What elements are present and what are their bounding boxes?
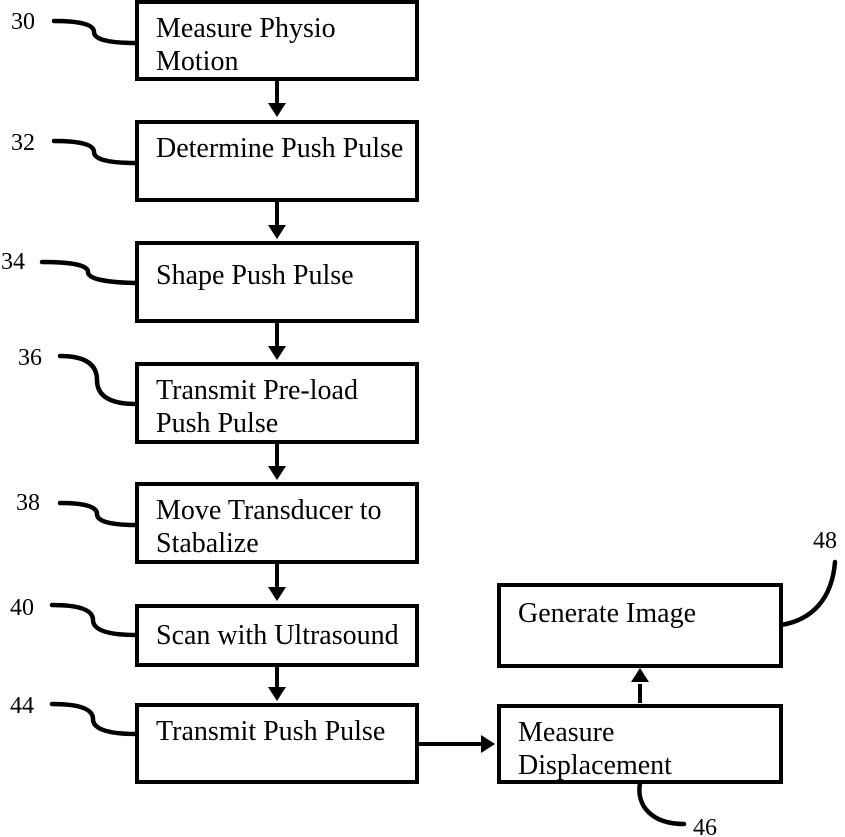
arrow-transmit-push-to-measure-displacement [418, 735, 495, 753]
flow-box-measure-displacement: Measure Displacement [497, 704, 783, 784]
leader-line-36 [57, 353, 139, 407]
flow-box-transmit-preload-push-pulse: Transmit Pre-load Push Pulse [135, 362, 419, 444]
flow-box-shape-push-pulse: Shape Push Pulse [135, 241, 419, 323]
arrow-move-transducer-to-scan [268, 563, 286, 601]
flow-box-label: Shape Push Pulse [156, 260, 354, 291]
flow-box-transmit-push-pulse: Transmit Push Pulse [135, 703, 419, 784]
flow-box-scan-with-ultrasound: Scan with Ultrasound [135, 604, 419, 667]
flow-box-determine-push-pulse: Determine Push Pulse [135, 120, 419, 202]
ref-label-30: 30 [11, 9, 35, 35]
flow-box-label: Transmit Pre-load Push Pulse [156, 375, 358, 440]
flow-box-label: Measure Physio Motion [156, 13, 336, 78]
flow-box-label: Measure Displacement [518, 717, 672, 782]
leader-line-44 [49, 701, 139, 737]
flow-box-label: Transmit Push Pulse [156, 716, 386, 747]
arrow-preload-to-move-transducer [268, 443, 286, 480]
flow-box-move-transducer-to-stabalize: Move Transducer to Stabalize [135, 482, 419, 564]
arrow-shape-to-preload [268, 322, 286, 360]
arrow-measure-physio-to-determine [268, 80, 286, 117]
leader-line-38 [57, 500, 139, 528]
leader-line-30 [51, 18, 139, 46]
flow-box-measure-physio-motion: Measure Physio Motion [135, 0, 419, 81]
leader-line-46 [637, 780, 687, 827]
leader-line-32 [51, 138, 139, 166]
ref-label-44: 44 [10, 693, 34, 719]
flow-box-label: Generate Image [518, 598, 696, 629]
ref-label-38: 38 [16, 490, 40, 516]
leader-line-48 [778, 559, 838, 628]
arrow-determine-to-shape [268, 201, 286, 239]
ref-label-48: 48 [813, 528, 837, 554]
ref-label-32: 32 [11, 130, 35, 156]
flow-box-label: Determine Push Pulse [156, 133, 404, 164]
leader-line-34 [39, 259, 139, 286]
flow-box-label: Move Transducer to Stabalize [156, 495, 382, 560]
ref-label-40: 40 [10, 595, 34, 621]
flow-box-generate-image: Generate Image [497, 583, 783, 668]
arrow-scan-to-transmit-push [268, 666, 286, 701]
leader-line-40 [49, 602, 139, 638]
ref-label-36: 36 [18, 345, 42, 371]
arrow-measure-displacement-to-generate-image [631, 668, 649, 703]
flow-box-label: Scan with Ultrasound [156, 620, 399, 651]
ref-label-34: 34 [1, 249, 25, 275]
ref-label-46: 46 [693, 815, 717, 837]
